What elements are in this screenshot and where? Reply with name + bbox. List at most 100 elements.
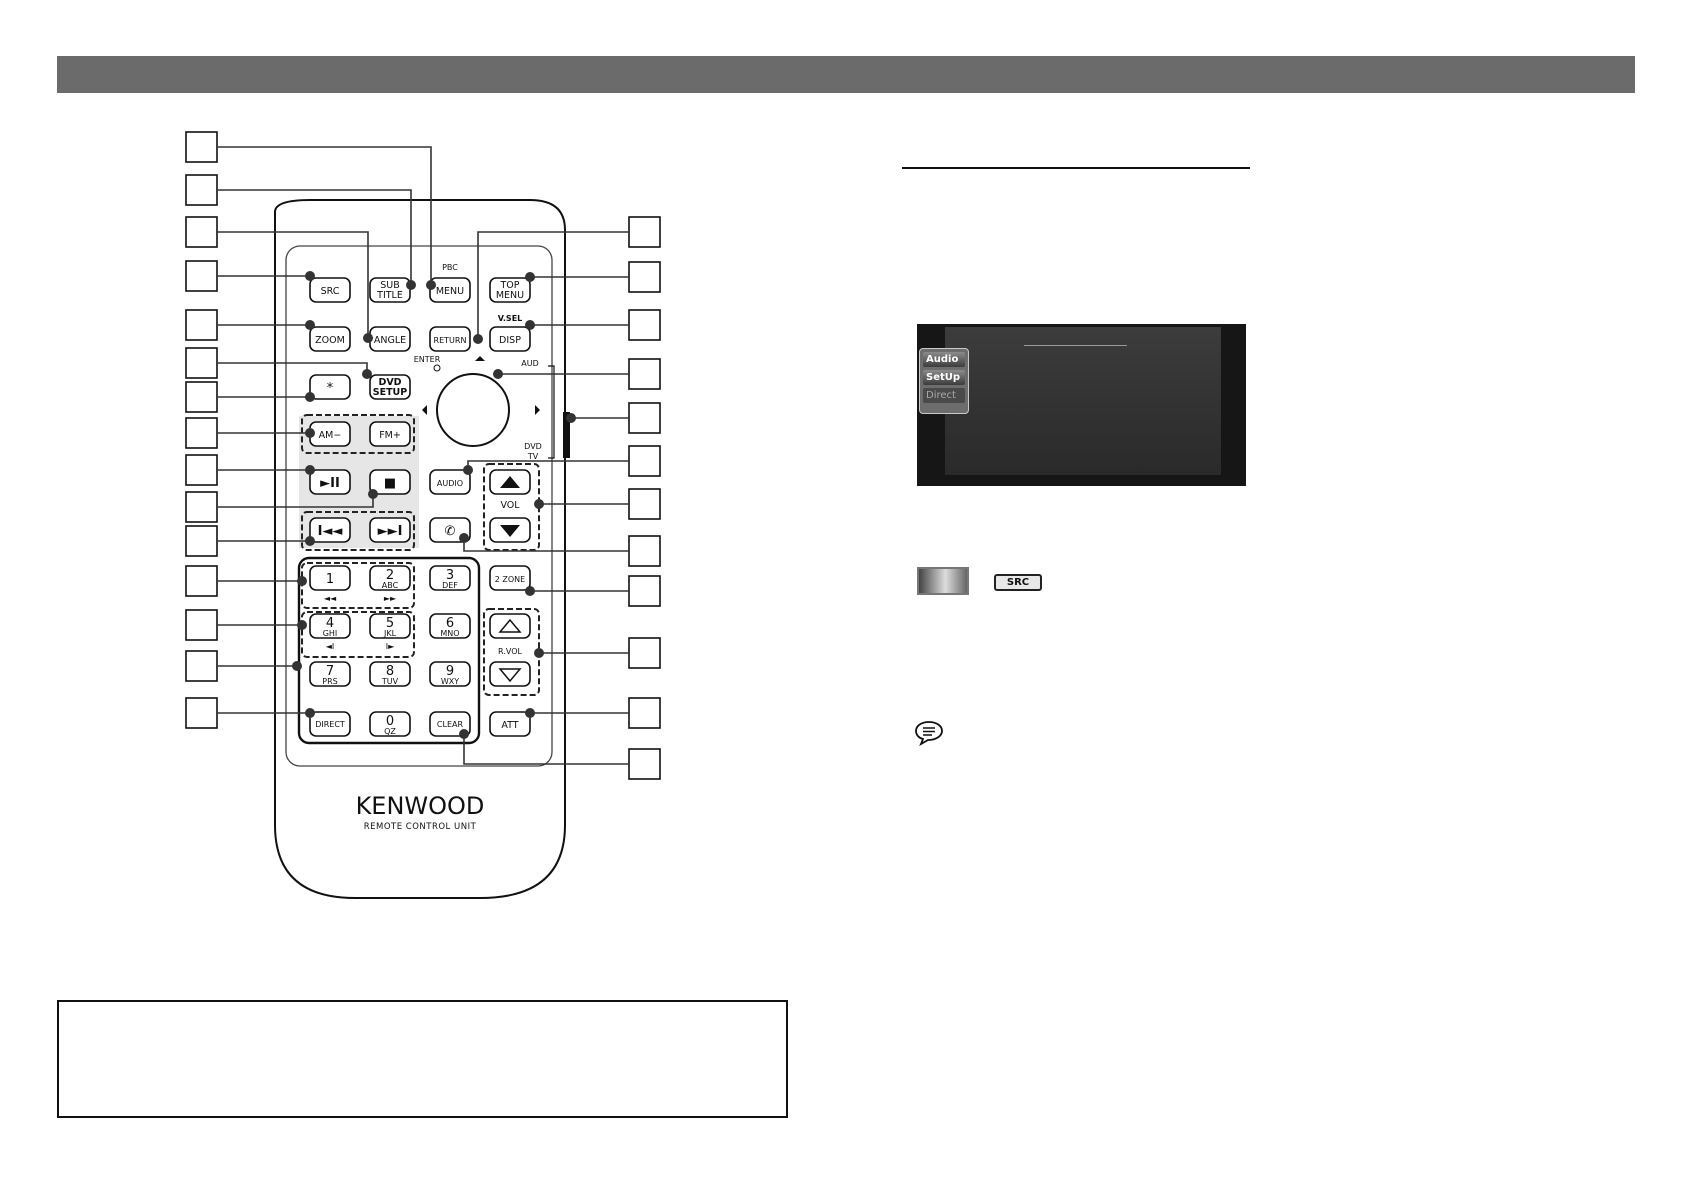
- vol-up-icon: [500, 476, 520, 488]
- left-callouts: [185, 131, 436, 729]
- remote-label: PRS: [322, 677, 337, 686]
- side-switch: [563, 412, 570, 458]
- section-rule: [902, 167, 1250, 169]
- key-9[interactable]: [429, 661, 471, 687]
- clear-button[interactable]: [429, 711, 471, 737]
- remote-label: ABC: [382, 581, 399, 590]
- remote-label: I◄◄: [318, 524, 343, 539]
- 2zone-button[interactable]: [489, 565, 531, 591]
- joystick-right-arrow: [535, 405, 540, 415]
- remote-label: ENTER: [414, 355, 441, 364]
- rvol-up-icon: [498, 618, 522, 633]
- remote-label: I►: [386, 642, 395, 651]
- menu-item-audio[interactable]: Audio: [923, 352, 965, 367]
- remote-label: DIRECT: [315, 720, 345, 729]
- screen-side-menu: Audio SetUp Direct: [919, 348, 969, 414]
- play-pause-button[interactable]: [309, 469, 351, 495]
- key-7[interactable]: [309, 661, 351, 687]
- numpad-frame: [297, 556, 481, 745]
- remote-label: MENU: [496, 290, 524, 301]
- remote-label: MNO: [440, 629, 459, 638]
- key-2[interactable]: [369, 565, 411, 591]
- star-button[interactable]: [309, 374, 351, 400]
- group-am-fm: [301, 414, 415, 454]
- header-bar: [57, 56, 1635, 93]
- display-screenshot: Audio SetUp Direct: [917, 324, 1246, 486]
- key-1[interactable]: [309, 565, 351, 591]
- remote-label: AM−: [319, 430, 342, 441]
- remote-label: DISP: [499, 335, 521, 346]
- rvol-down-button[interactable]: [489, 661, 531, 687]
- remote-label: ZOOM: [315, 335, 345, 346]
- remote-label: SUB: [380, 280, 400, 291]
- note-box: [57, 1000, 788, 1118]
- stop-button[interactable]: [369, 469, 411, 495]
- remote-label: 6: [446, 616, 454, 631]
- remote-label: V.SEL: [498, 314, 523, 323]
- key-6[interactable]: [429, 613, 471, 639]
- att-button[interactable]: [489, 711, 531, 737]
- remote-label: DVD: [378, 377, 401, 388]
- joystick-left-arrow: [422, 405, 427, 415]
- subtitle-button[interactable]: [369, 277, 411, 303]
- remote-label: 5: [386, 616, 394, 631]
- brand-subtitle: REMOTE CONTROL UNIT: [364, 822, 477, 832]
- remote-label: ►II: [320, 476, 340, 491]
- src-key-icon: SRC: [994, 574, 1042, 591]
- return-button[interactable]: [429, 326, 471, 352]
- remote-label: 9: [446, 664, 454, 679]
- fm-button[interactable]: [369, 421, 411, 447]
- memo-icon: [915, 721, 943, 746]
- remote-label: 4: [326, 616, 334, 631]
- source-thumbnail-icon: [917, 567, 969, 595]
- remote-label: DEF: [442, 581, 458, 590]
- remote-label: ■: [384, 476, 396, 491]
- src-button[interactable]: [309, 277, 351, 303]
- direct-button[interactable]: [309, 711, 351, 737]
- remote-label: WXY: [441, 677, 459, 686]
- key-4[interactable]: [309, 613, 351, 639]
- remote-label: FM+: [379, 430, 401, 441]
- remote-label: R.VOL: [498, 647, 522, 656]
- remote-label: AUD: [521, 359, 539, 368]
- menu-button[interactable]: [429, 277, 471, 303]
- remote-label: 2 ZONE: [495, 575, 525, 584]
- key-3[interactable]: [429, 565, 471, 591]
- remote-label: AUDIO: [437, 479, 463, 488]
- menu-item-direct[interactable]: Direct: [923, 388, 965, 403]
- src-label: SRC: [321, 286, 340, 297]
- key-8[interactable]: [369, 661, 411, 687]
- remote-label: DVD: [524, 442, 542, 451]
- menu-item-setup[interactable]: SetUp: [923, 370, 965, 385]
- remote-label: TOP: [499, 280, 519, 291]
- joystick: [436, 373, 510, 447]
- remote-label: 3: [446, 568, 454, 583]
- dvd-setup-button[interactable]: [369, 374, 411, 400]
- remote-label: ATT: [501, 720, 518, 731]
- rvol-up-button[interactable]: [489, 613, 531, 639]
- remote-label: ►►: [384, 594, 397, 603]
- key-0[interactable]: [369, 711, 411, 737]
- remote-label: *: [327, 381, 334, 396]
- phone-icon: ✆: [445, 524, 456, 539]
- remote-label: JKL: [383, 629, 397, 638]
- remote-label: ►►I: [378, 524, 403, 539]
- remote-label: CLEAR: [437, 720, 464, 729]
- brand-logo: KENWOOD: [356, 792, 485, 820]
- group-45: [301, 611, 415, 658]
- remote-label: SETUP: [373, 387, 408, 398]
- zoom-button[interactable]: [309, 326, 351, 352]
- right-callouts: [459, 216, 661, 780]
- remote-label: 7: [326, 664, 334, 679]
- remote-label: 2: [386, 568, 394, 583]
- audio-button[interactable]: [429, 469, 471, 495]
- top-menu-button[interactable]: [489, 277, 531, 303]
- disp-button[interactable]: [489, 326, 531, 352]
- key-5[interactable]: [369, 613, 411, 639]
- vol-down-icon: [500, 525, 520, 537]
- prev-button[interactable]: [309, 517, 351, 543]
- remote-label: 0: [386, 714, 394, 729]
- next-button[interactable]: [369, 517, 411, 543]
- enter-indicator: [433, 364, 441, 372]
